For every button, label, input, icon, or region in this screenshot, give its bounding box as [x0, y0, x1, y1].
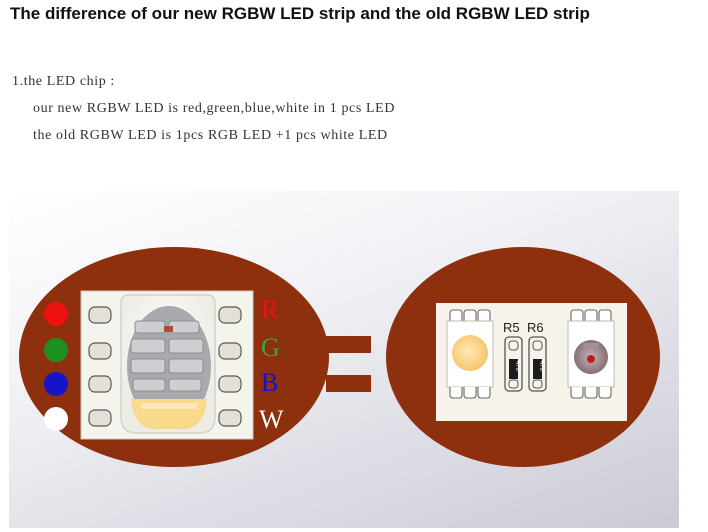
green-dot	[44, 338, 68, 362]
section-heading: 1.the LED chip :	[12, 74, 115, 89]
die-segments	[130, 320, 204, 392]
equals-sign	[326, 336, 371, 392]
rgb-led-chip	[567, 309, 615, 399]
chip-description: 1.the LED chip : our new RGBW LED is red…	[12, 72, 395, 153]
led-comparison-photo: R G B W	[9, 191, 679, 528]
white-dot	[44, 407, 68, 431]
blue-dot	[44, 372, 68, 396]
red-die	[164, 326, 173, 332]
white-led-chip	[446, 309, 494, 399]
page-title: The difference of our new RGBW LED strip…	[10, 4, 590, 23]
resistor-r6: 470	[528, 336, 547, 392]
resistor-code-r5: 470	[514, 361, 520, 372]
resistor-label-r6: R6	[527, 320, 544, 335]
letter-b: B	[261, 368, 278, 397]
resistor-code-r6: 470	[538, 361, 544, 372]
resistor-label-r5: R5	[503, 320, 520, 335]
led-comparison-illustration: R G B W	[19, 247, 660, 467]
new-led-description: our new RGBW LED is red,green,blue,white…	[33, 101, 396, 116]
letter-g: G	[261, 333, 280, 362]
old-led-description: the old RGBW LED is 1pcs RGB LED +1 pcs …	[33, 128, 388, 143]
left-solder-pads	[88, 306, 112, 427]
old-rgbw-led-group: R5 R6 470 470	[386, 247, 660, 467]
resistor-r5: 470	[504, 336, 523, 392]
phosphor-highlight	[141, 403, 197, 409]
red-dot	[44, 302, 68, 326]
letter-w: W	[259, 405, 284, 434]
letter-r: R	[261, 295, 279, 324]
right-solder-pads	[218, 306, 242, 427]
new-rgbw-led-group: R G B W	[19, 247, 329, 467]
